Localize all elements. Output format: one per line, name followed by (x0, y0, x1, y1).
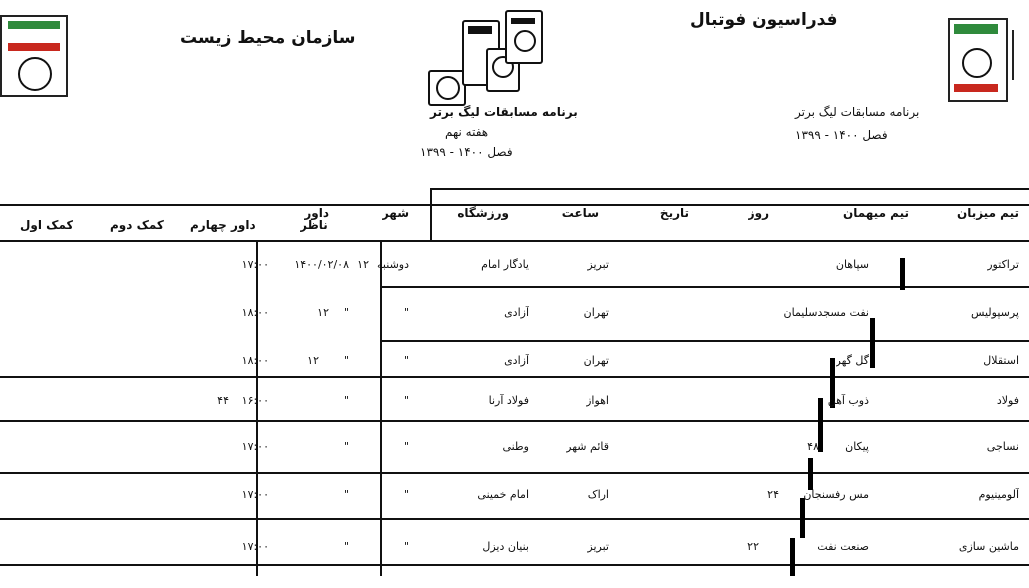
stadium: آزادی (504, 306, 529, 319)
city: اراک (587, 488, 609, 501)
host-team: پرسپولیس (970, 306, 1019, 319)
match-day: " (403, 488, 409, 501)
header-assistant-1: کمک اول (20, 218, 74, 232)
right-edge-logo (1012, 30, 1029, 80)
match-time: ۱۸:۰۰ (241, 306, 269, 319)
city: قائم شهر (566, 440, 609, 453)
match-time: ۱۷:۰۰ (241, 540, 269, 553)
referee-code: ۱۲ (357, 258, 369, 271)
stadium: آزادی (504, 354, 529, 367)
guest-team: پیکان (845, 440, 869, 453)
match-day: " (403, 306, 409, 319)
federation-logo-left (0, 15, 68, 97)
flag-green-band (8, 21, 60, 29)
header-assistant-2: کمک دوم (110, 218, 164, 232)
referee-code: ۲۲ (747, 540, 759, 553)
header-right-line-1: برنامه مسابقات لیگ برتر (795, 105, 920, 119)
guest-team: سپاهان (835, 258, 869, 271)
header-time: ساعت (561, 206, 599, 220)
match-time: ۱۷:۰۰ (241, 440, 269, 453)
match-time: ۱۷:۰۰ (241, 488, 269, 501)
match-date: ۱۴۰۰/۰۲/۰۸ (294, 258, 349, 271)
match-date: " (343, 488, 349, 501)
stamp-icon-3 (486, 48, 520, 92)
match-date: " (343, 306, 349, 319)
match-time: ۱۶:۰۰ (241, 394, 269, 407)
flag-red-band (954, 84, 998, 92)
right-header-title: فدراسیون فوتبال (690, 10, 838, 30)
city: اهواز (586, 394, 609, 407)
guest-team: گل گهر (835, 354, 869, 367)
federation-logo-right (948, 18, 1008, 102)
host-team: ماشین سازی (958, 540, 1019, 553)
match-time: ۱۸:۰۰ (241, 354, 269, 367)
stamp-icon-4 (505, 10, 543, 64)
header-city: شهر (381, 206, 409, 220)
header-stadium: ورزشگاه (457, 206, 509, 220)
match-date: " (343, 394, 349, 407)
referee-code: ۴۸ (807, 440, 819, 453)
flag-red-band (8, 43, 60, 51)
guest-team: مس رفسنجان (803, 488, 869, 501)
match-time: ۱۷:۰۰ (241, 258, 269, 271)
stadium: یادگار امام (481, 258, 529, 271)
schedule-table: تیم میزبان تیم میهمان روز تاریخ ساعت ورز… (0, 188, 1029, 588)
left-header-title: سازمان محیط زیست (180, 28, 356, 48)
referee-code: ۱۲ (317, 306, 329, 319)
stadium: وطنی (502, 440, 529, 453)
guest-team: ذوب آهن (827, 394, 869, 407)
header-fourth-official: داور چهارم (190, 218, 256, 232)
ball-icon (18, 57, 52, 91)
city: تهران (583, 306, 609, 319)
header-date: تاریخ (659, 206, 689, 220)
match-day: " (403, 440, 409, 453)
guest-team: صنعت نفت (817, 540, 869, 553)
referee-code: ۲۴ (767, 488, 779, 501)
stamp-icon-1 (428, 70, 466, 106)
city: تبریز (587, 540, 609, 553)
match-date: " (343, 540, 349, 553)
match-day: " (403, 540, 409, 553)
match-day: دوشنبه (377, 258, 409, 271)
match-day: " (403, 394, 409, 407)
match-date: " (343, 354, 349, 367)
header-referee: داور (304, 206, 329, 220)
header-line-2: هفته نهم (445, 125, 489, 139)
match-day: " (403, 354, 409, 367)
header-right-line-3: فصل ۱۴۰۰ - ۱۳۹۹ (795, 128, 888, 142)
header-day: روز (747, 206, 769, 220)
referee-code: ۴۴ (217, 394, 229, 407)
city: تهران (583, 354, 609, 367)
ball-icon (962, 48, 992, 78)
header-host-team: تیم میزبان (956, 206, 1019, 220)
guest-team: نفت مسجدسلیمان (783, 306, 869, 319)
header-line-3: فصل ۱۴۰۰ - ۱۳۹۹ (420, 145, 513, 159)
flag-green-band (954, 24, 998, 34)
host-team: فولاد (996, 394, 1019, 407)
match-date: " (343, 440, 349, 453)
header-line-1: برنامه مسابقات لیگ برتر (430, 105, 578, 119)
stadium: بنیان دیزل (482, 540, 529, 553)
host-team: تراکتور (987, 258, 1019, 271)
host-team: استقلال (983, 354, 1019, 367)
header-guest-team: تیم میهمان (842, 206, 909, 220)
host-team: آلومینیوم (978, 488, 1019, 501)
city: تبریز (587, 258, 609, 271)
referee-code: ۱۲ (307, 354, 319, 367)
header-supervisor: ناظر (300, 218, 328, 232)
stadium: فولاد آرنا (488, 394, 529, 407)
host-team: نساجی (986, 440, 1019, 453)
stadium: امام خمینی (477, 488, 529, 501)
